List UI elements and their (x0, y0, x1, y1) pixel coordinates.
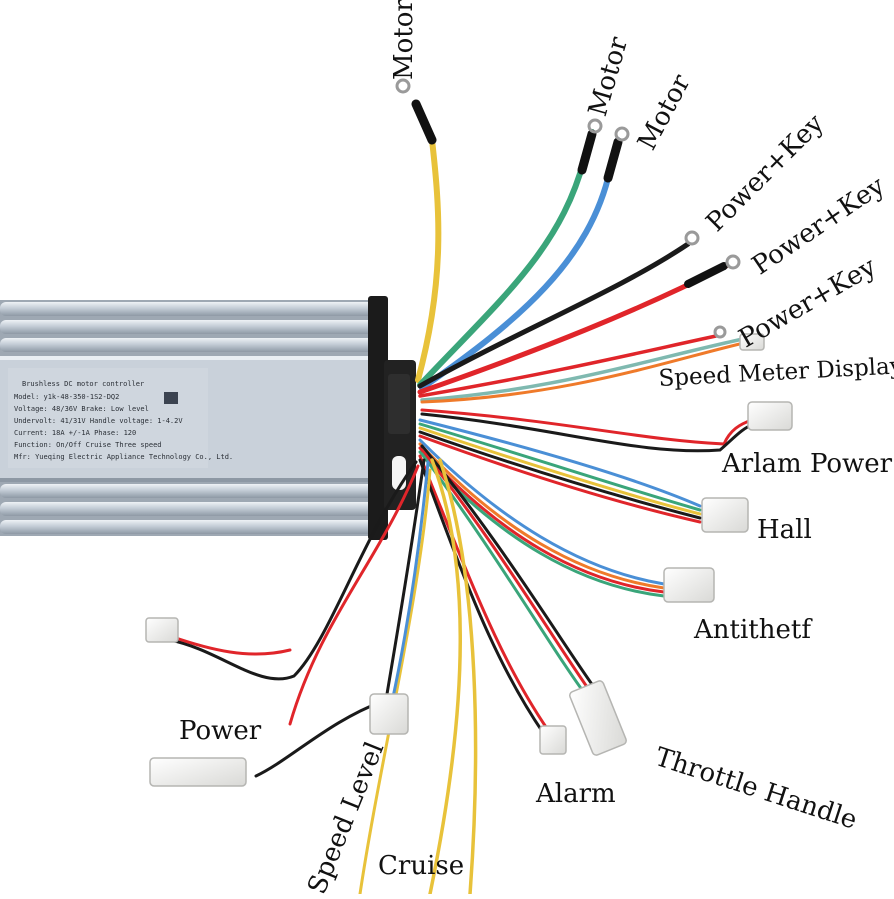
connector-throttle-handle (569, 680, 627, 756)
nameplate-line-6: Function: On/Off Cruise Three speed (14, 441, 162, 449)
ring-terminal-motor-1 (395, 78, 411, 94)
connector-speed-meter (739, 333, 765, 351)
connector-arlam-power (747, 401, 793, 431)
nameplate-line-4: Undervolt: 41/31V Handle voltage: 1-4.2V (14, 417, 183, 425)
nameplate-line-1: Brushless DC motor controller (22, 380, 144, 388)
label-hall: Hall (757, 515, 812, 545)
ring-terminal-motor-3 (614, 126, 630, 142)
label-cruise: Cruise (378, 851, 465, 881)
connector-antithetf (663, 567, 715, 603)
controller-end-cap (368, 296, 416, 540)
nameplate-line-3: Voltage: 48/36V Brake: Low level (14, 405, 149, 413)
ring-terminal-power-key-2 (725, 254, 741, 270)
ring-terminal-power-key-1 (684, 230, 700, 246)
nameplate-line-2: Model: y1k-48-350-1S2-DQ2 (14, 393, 119, 401)
nameplate: Brushless DC motor controller Model: y1k… (8, 368, 233, 468)
connector-power-main (149, 757, 247, 787)
label-motor-1: Motor (389, 0, 419, 80)
label-arlam-power: Arlam Power (722, 449, 893, 479)
connectors (145, 333, 793, 787)
label-power: Power (179, 716, 262, 746)
label-alarm: Alarm (536, 779, 616, 809)
connector-speed-level (369, 693, 409, 735)
connector-alarm (539, 725, 567, 755)
wire-harness (168, 99, 756, 896)
ring-terminal-power-key-3 (713, 325, 727, 339)
nameplate-line-7: Mfr: Yueqing Electric Appliance Technolo… (14, 453, 233, 461)
connector-power-small (145, 617, 179, 643)
connector-hall (701, 497, 749, 533)
ring-terminals (395, 78, 741, 339)
ring-terminal-motor-2 (587, 118, 603, 134)
nameplate-line-5: Current: 18A +/-1A Phase: 120 (14, 429, 136, 437)
label-antithetf: Antithetf (694, 615, 811, 645)
